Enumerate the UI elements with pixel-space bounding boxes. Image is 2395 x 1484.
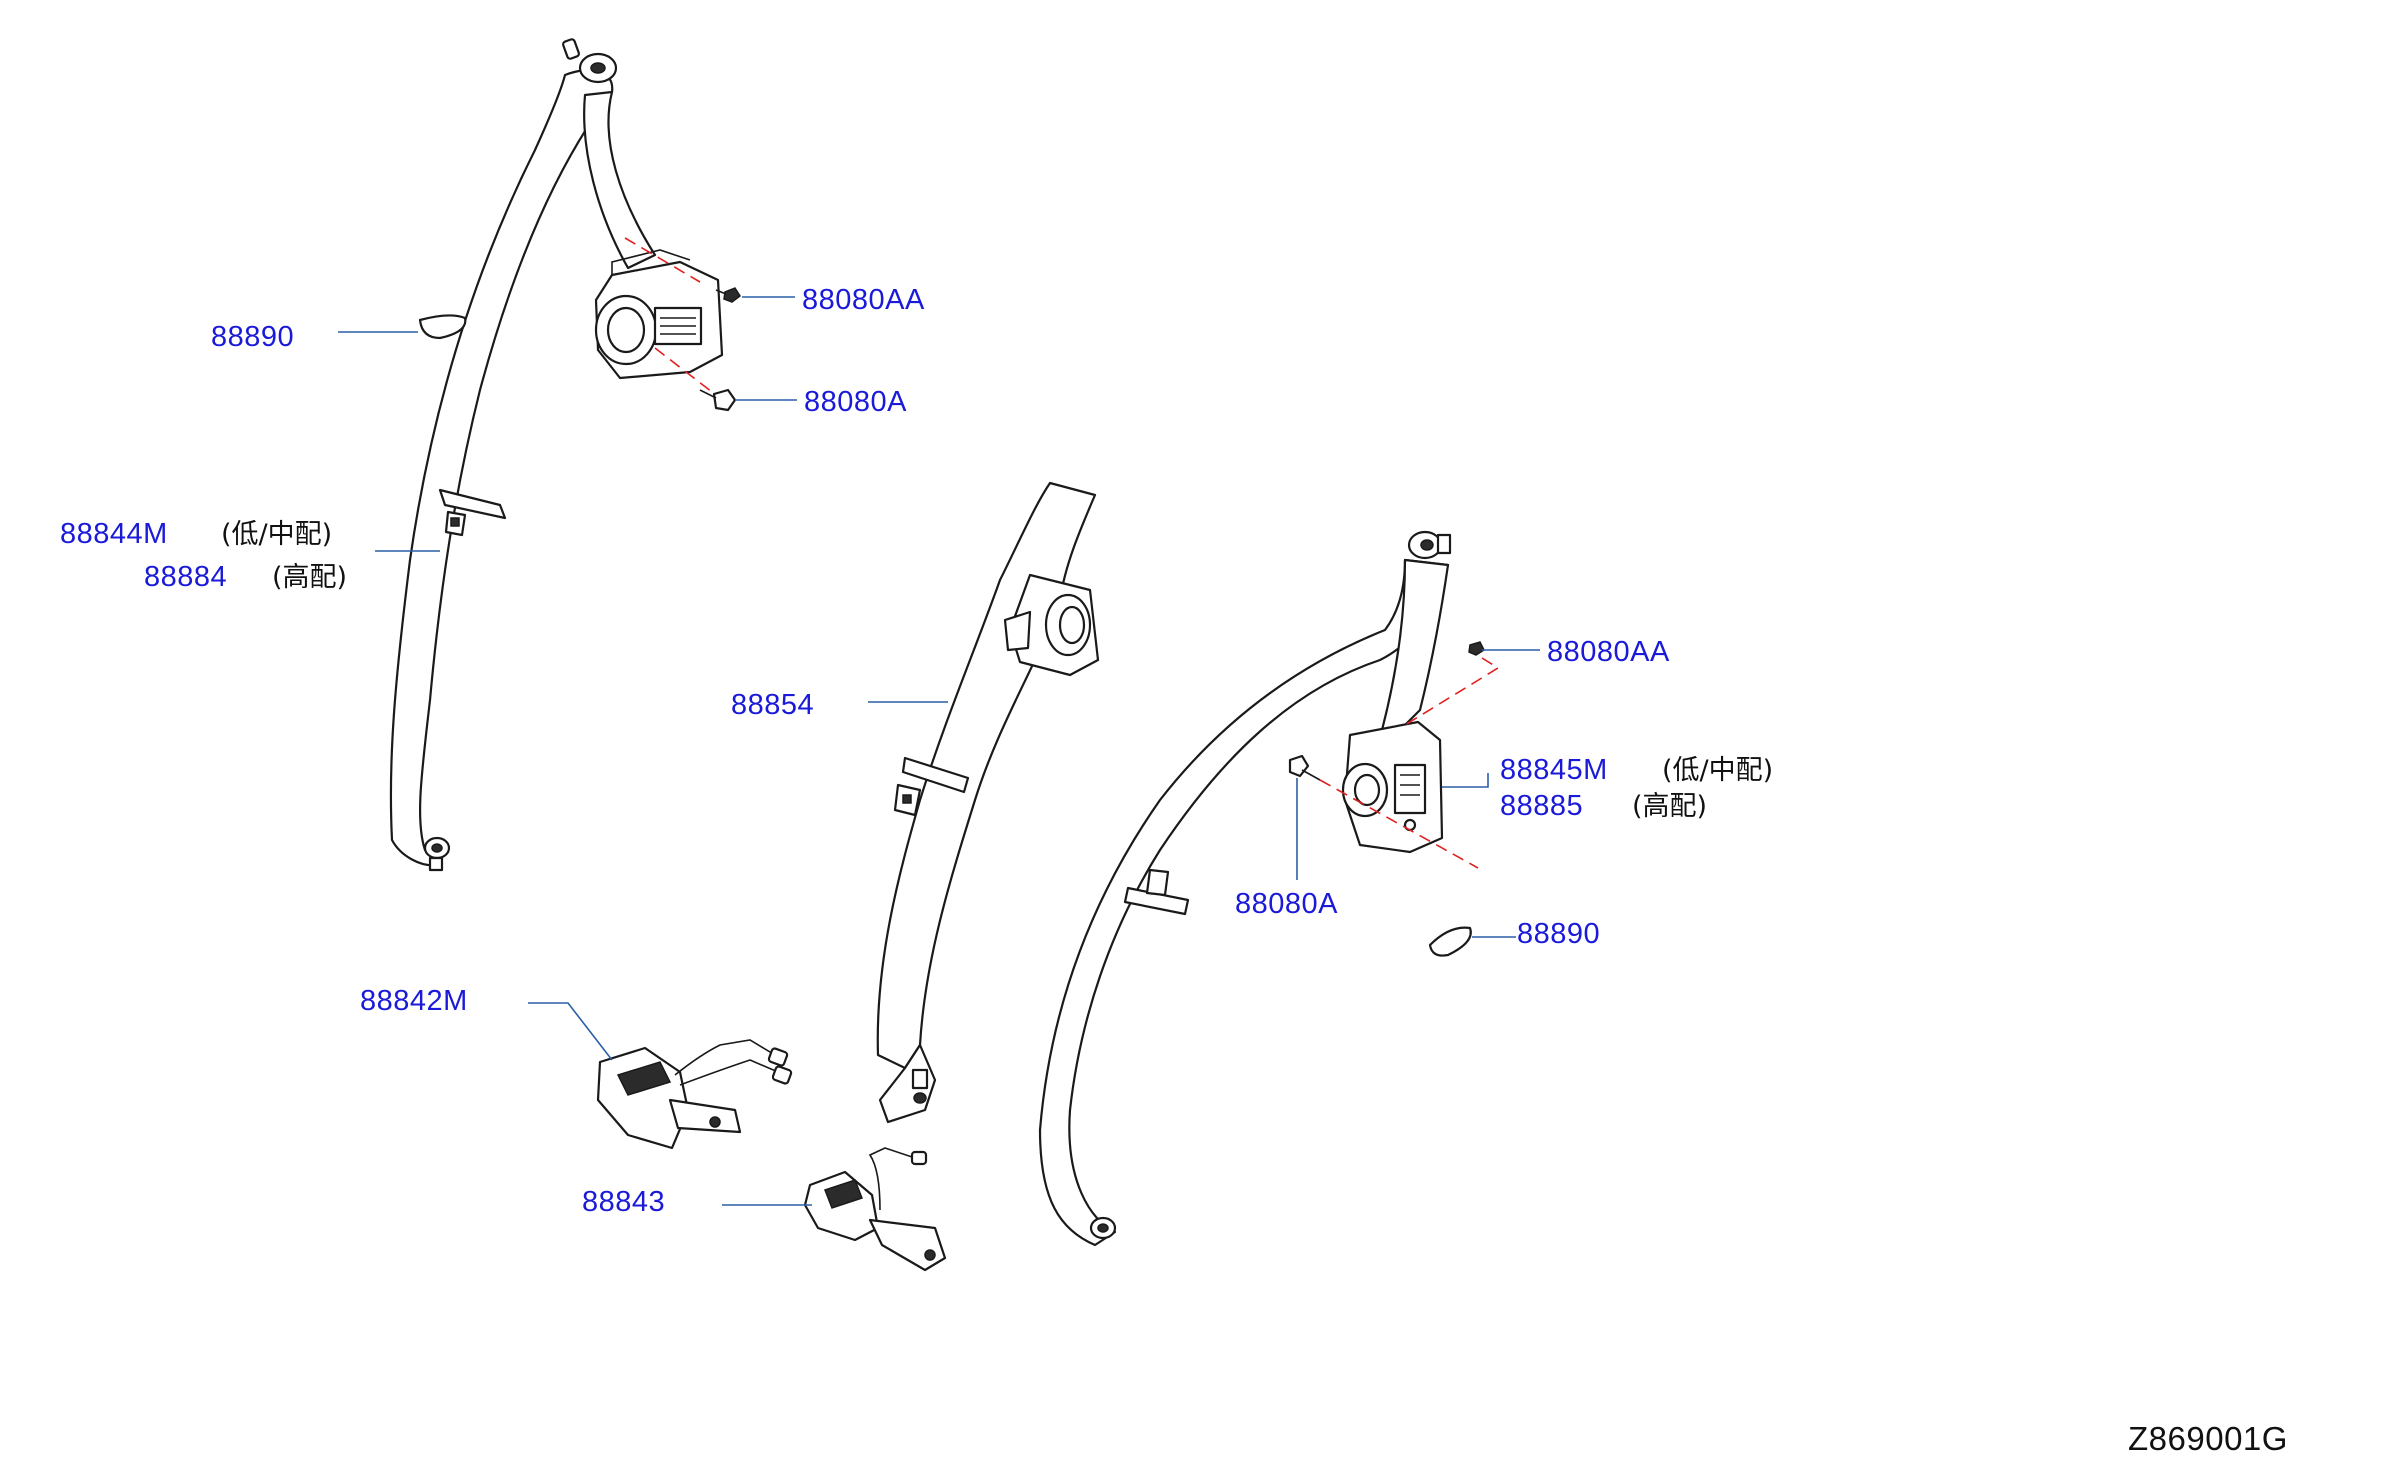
leader-right-belt [1442, 773, 1489, 788]
callout-single-buckle: 88843 [582, 1186, 666, 1218]
callout-right-bolt-a: 88080A [1235, 888, 1338, 920]
center-lower-anchor [911, 1068, 929, 1104]
center-belt-guide [893, 756, 970, 817]
right-bolt-aa [1468, 641, 1485, 656]
callout-double-buckle: 88842M [360, 985, 468, 1017]
right-buckle-cap [1428, 926, 1472, 957]
left-seat-belt-assembly [338, 38, 797, 872]
double-buckle-assembly [528, 1002, 793, 1150]
center-seat-belt-assembly [868, 481, 1100, 1124]
callout-right-belt-m-note: (低/中配) [1662, 755, 1774, 786]
callout-right-belt-alt-note: (高配) [1632, 791, 1708, 822]
left-bolt-aa [715, 287, 742, 303]
left-buckle-cap [418, 314, 467, 340]
callout-left-bolt-aa: 88080AA [802, 284, 925, 316]
callout-left-belt-m-note: (低/中配) [221, 519, 333, 550]
right-retractor [1341, 720, 1444, 854]
right-belt-guide [1123, 868, 1190, 916]
callout-left-belt-alt-note: (高配) [272, 562, 348, 593]
callout-left-buckle-cap: 88890 [211, 321, 295, 353]
callout-right-belt-alt: 88885 [1500, 790, 1584, 822]
callout-center-belt: 88854 [731, 689, 815, 721]
left-belt-guide [438, 488, 507, 537]
callout-left-bolt-a: 88080A [804, 386, 907, 418]
right-lower-anchor [1089, 1216, 1117, 1240]
callout-right-bolt-aa: 88080AA [1547, 636, 1670, 668]
right-upper-anchor [1407, 530, 1452, 560]
callout-right-belt-m: 88845M [1500, 754, 1608, 786]
right-bolt-a [1288, 754, 1321, 781]
callout-right-buckle-cap: 88890 [1517, 918, 1601, 950]
single-buckle-assembly [722, 1147, 947, 1272]
left-upper-anchor [562, 38, 618, 84]
diagram-code: Z869001G [2128, 1420, 2288, 1457]
callout-left-belt-alt: 88884 [144, 561, 228, 593]
left-bolt-a [699, 388, 737, 412]
leader-double-buckle [528, 1002, 613, 1061]
left-lower-anchor [423, 836, 451, 872]
callout-left-belt-m: 88844M [60, 518, 168, 550]
center-retractor [1003, 573, 1100, 677]
left-retractor [594, 249, 724, 380]
right-seat-belt-assembly [1038, 530, 1540, 1247]
